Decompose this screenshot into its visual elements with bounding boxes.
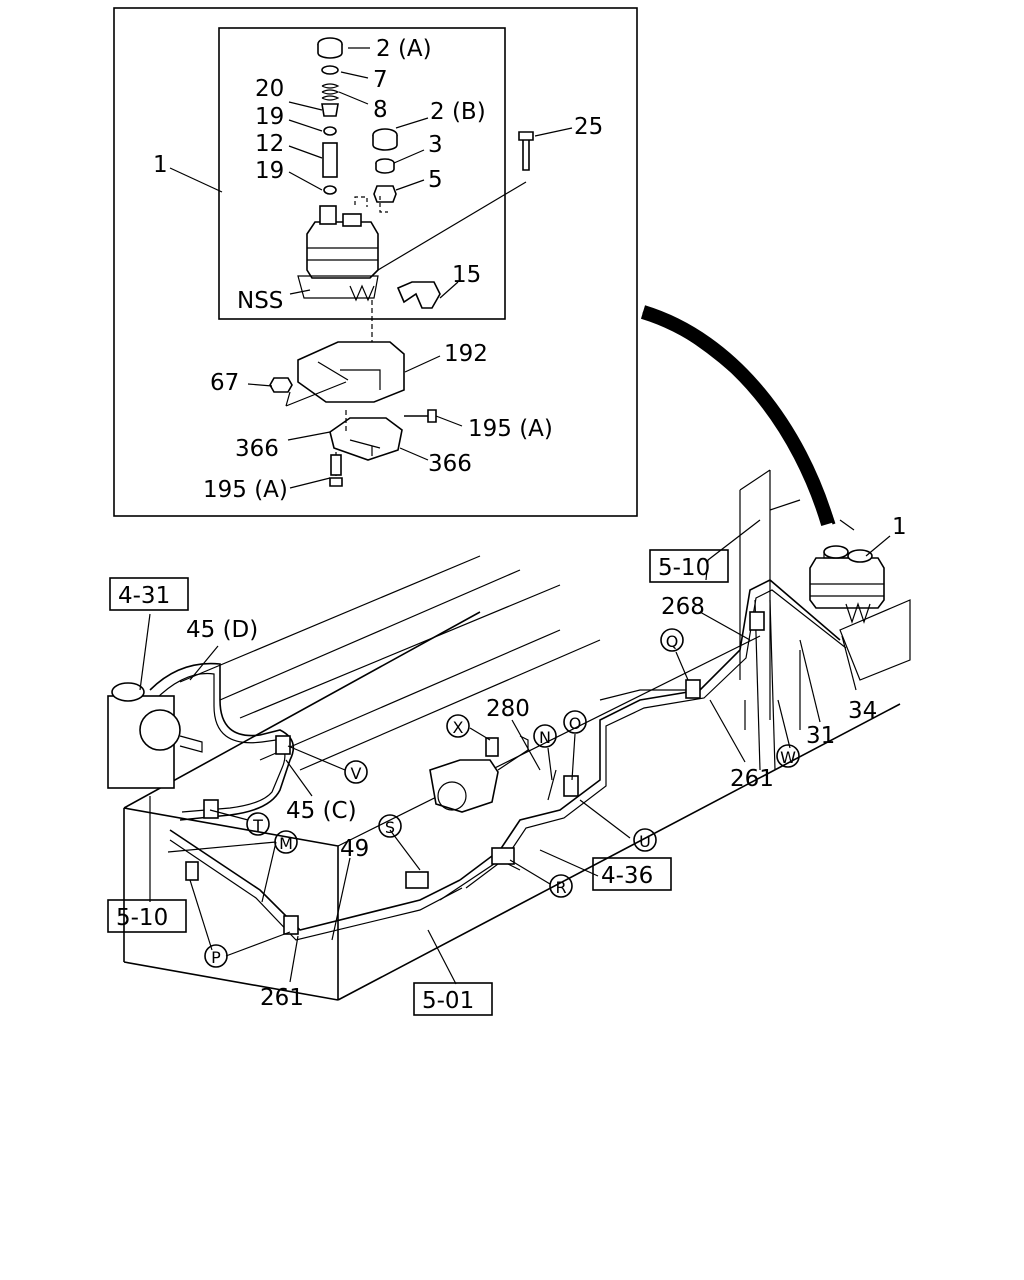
- svg-text:V: V: [351, 764, 362, 783]
- label-261-bottom: 261: [260, 985, 304, 1011]
- marker-s: [378, 814, 402, 838]
- label-3: 3: [428, 132, 443, 158]
- ref-box-4-31-label: 4-31: [118, 583, 170, 609]
- detail-pointer-arc-band: [640, 305, 835, 527]
- svg-text:Q: Q: [666, 632, 679, 651]
- label-2b: 2 (B): [430, 99, 486, 125]
- main-leader-lines: [139, 519, 891, 985]
- detail-labels: 2 (A) 7 20 8 19 2 (B) 25 12 3 1 19 5 15 …: [153, 36, 603, 503]
- svg-text:N: N: [539, 728, 551, 747]
- label-268: 268: [661, 594, 705, 620]
- label-8: 8: [373, 97, 388, 123]
- chassis-frame: [123, 469, 911, 1001]
- detail-outer-frame: [113, 7, 638, 517]
- label-192: 192: [444, 341, 488, 367]
- circle-markers: Q X N O W V T M U S R P: [204, 628, 800, 968]
- ref-box-5-10-top: [649, 549, 729, 583]
- label-nss: NSS: [237, 288, 283, 314]
- ref-box-5-10-bottom-label: 5-10: [116, 905, 168, 931]
- svg-text:S: S: [385, 818, 395, 837]
- label-1-main: 1: [892, 514, 907, 540]
- label-12: 12: [255, 131, 284, 157]
- svg-text:W: W: [780, 748, 796, 767]
- label-25: 25: [574, 114, 603, 140]
- label-19a: 19: [255, 104, 284, 130]
- main-reservoir: [809, 545, 885, 624]
- label-261-right: 261: [730, 766, 774, 792]
- marker-q: [660, 628, 684, 652]
- label-20: 20: [255, 76, 284, 102]
- label-5: 5: [428, 167, 443, 193]
- marker-n: [533, 724, 557, 748]
- marker-t: [246, 812, 270, 836]
- steering-pump: [107, 682, 203, 789]
- svg-text:T: T: [252, 816, 263, 835]
- svg-text:X: X: [453, 718, 464, 737]
- label-15: 15: [452, 262, 481, 288]
- label-366-right: 366: [428, 451, 472, 477]
- marker-p: [204, 944, 228, 968]
- steering-gear-box: [429, 735, 529, 813]
- label-195a-bottom: 195 (A): [203, 477, 288, 503]
- svg-text:O: O: [569, 714, 582, 733]
- ref-box-5-10-bottom: [107, 899, 187, 933]
- reservoir-exploded-parts: [269, 37, 534, 487]
- ref-box-4-36: [592, 857, 672, 891]
- ref-box-5-01: [413, 982, 493, 1016]
- ref-box-5-10-top-label: 5-10: [658, 555, 710, 581]
- hose-lines: [149, 579, 847, 941]
- label-2a: 2 (A): [376, 36, 432, 62]
- label-195a-right: 195 (A): [468, 416, 553, 442]
- label-34: 34: [848, 698, 877, 724]
- detail-pointer-arc: [642, 310, 836, 525]
- marker-w: [776, 744, 800, 768]
- label-45d: 45 (D): [186, 617, 258, 643]
- marker-u: [633, 828, 657, 852]
- label-19b: 19: [255, 158, 284, 184]
- label-67: 67: [210, 370, 239, 396]
- ref-box-4-36-label: 4-36: [601, 863, 653, 889]
- marker-o: [563, 710, 587, 734]
- marker-m: [274, 830, 298, 854]
- marker-x: [446, 714, 470, 738]
- marker-r: [549, 874, 573, 898]
- reference-boxes: 5-10 4-31 4-36 5-10 5-01: [107, 549, 729, 1016]
- label-280: 280: [486, 696, 530, 722]
- svg-text:P: P: [211, 948, 221, 967]
- ref-box-5-01-label: 5-01: [422, 988, 474, 1014]
- label-45c: 45 (C): [286, 798, 357, 824]
- label-31: 31: [806, 723, 835, 749]
- svg-text:M: M: [279, 834, 293, 853]
- svg-text:R: R: [555, 878, 566, 897]
- detail-leader-lines: [169, 47, 573, 489]
- detail-inner-frame: [218, 27, 506, 320]
- ref-box-4-31: [109, 577, 189, 611]
- svg-text:U: U: [639, 832, 651, 851]
- label-7: 7: [373, 67, 388, 93]
- marker-v: [344, 760, 368, 784]
- label-366-left: 366: [235, 436, 279, 462]
- label-49: 49: [340, 836, 369, 862]
- hose-clamps: [185, 611, 765, 935]
- main-labels: 1 268 45 (D) 280 34 31 261 45 (C) 49 261: [186, 514, 907, 1011]
- label-1-detail: 1: [153, 152, 168, 178]
